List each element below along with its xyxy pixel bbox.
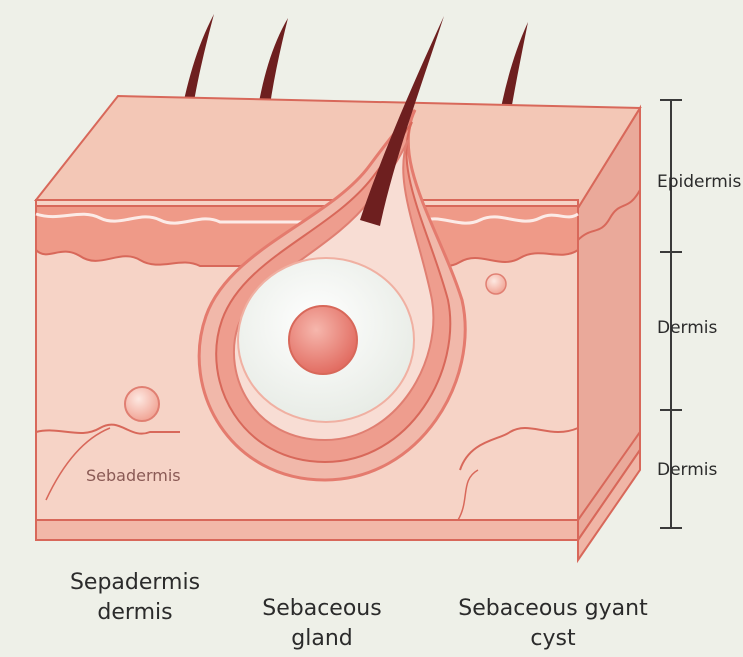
skin-block-top (33, 94, 642, 210)
label-gland-line2: gland (291, 626, 353, 651)
label-gland-line1: Sebaceous (262, 596, 382, 621)
label-sebaceous-cyst: Sebaceous gyant cyst (428, 594, 678, 654)
label-sebaceous-gland: Sebaceous gland (232, 594, 412, 654)
label-dermis-lower: Dermis (657, 460, 718, 480)
label-epidermis: Epidermis (657, 172, 742, 192)
hair-2 (256, 18, 288, 120)
label-sepadermis-line2: dermis (97, 600, 173, 625)
cyst-nucleus (288, 305, 358, 375)
subcutaneous-band (35, 519, 579, 541)
label-cyst-line2: cyst (530, 626, 576, 651)
label-dermis-upper: Dermis (657, 318, 718, 338)
hair-3 (360, 16, 444, 226)
label-cyst-line1: Sebaceous gyant (458, 596, 648, 621)
bubble-right (485, 273, 507, 295)
layer-bracket (660, 99, 682, 529)
label-sepadermis-dermis: Sepadermis dermis (50, 568, 220, 628)
bubble-left (124, 386, 160, 422)
dermis-layer-line (35, 423, 180, 435)
label-sebadermis: Sebadermis (86, 466, 181, 485)
label-sepadermis-line1: Sepadermis (69, 570, 201, 595)
sebaceous-cyst (197, 108, 467, 482)
